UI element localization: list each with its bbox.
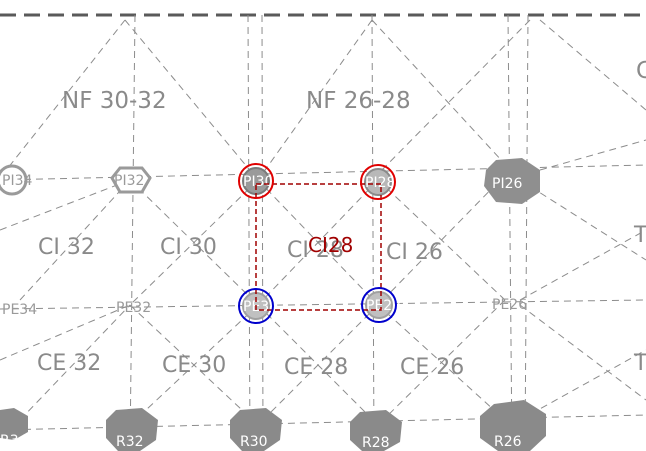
zone-label-t-lower: T [633, 351, 646, 376]
node-label: R34 [0, 433, 28, 449]
diag-3 [257, 19, 373, 181]
diag-18 [19, 304, 131, 421]
diag-12 [257, 179, 379, 306]
zone-label-t-upper: T [633, 223, 646, 248]
zone-label-ce-32: CE 32 [37, 351, 101, 376]
col-line-26b [524, 14, 529, 451]
node-label: R26 [494, 434, 522, 450]
node-r28: R28 [350, 410, 402, 451]
diag-20 [129, 304, 259, 426]
row-line-pi [0, 164, 646, 181]
node-pi28: PI28 [364, 168, 395, 196]
node-r30: R30 [230, 408, 282, 451]
diag-22 [257, 304, 379, 426]
selection-label: CI28 [308, 233, 353, 257]
col-line-26 [507, 14, 513, 451]
node-label: PE34 [2, 302, 37, 318]
node-r-edge: R34 [0, 408, 28, 449]
selection-frame[interactable] [255, 183, 382, 311]
node-label: PE30 [243, 299, 278, 315]
node-label: R30 [240, 434, 268, 450]
node-label: R32 [116, 434, 144, 450]
node-pi-edge: PI34 [0, 164, 32, 196]
corner-marker-bottom-right[interactable] [361, 287, 397, 323]
node-label: PI34 [2, 173, 32, 189]
zone-label-nf-30-32: NF 30-32 [62, 88, 167, 114]
node-label: PI30 [243, 174, 273, 190]
diag-1 [0, 19, 126, 179]
node-pi30: PI30 [242, 167, 273, 195]
node-label: PE26 [492, 297, 527, 313]
node-label: PI32 [114, 173, 144, 189]
diag-10 [129, 179, 259, 306]
diag-24 [377, 299, 506, 426]
diag-8 [19, 179, 131, 301]
zone-label-ce-28: CE 28 [284, 355, 348, 380]
col-line-32 [129, 14, 136, 451]
diag-5 [371, 19, 531, 181]
corner-marker-top-left[interactable] [238, 163, 274, 199]
col-line-30b [261, 14, 264, 451]
node-pi32: PI32 [110, 166, 152, 194]
diag-2 [124, 19, 259, 181]
row-line-r [0, 414, 646, 431]
zone-label-ci-26: CI 26 [386, 240, 443, 265]
diag-26 [519, 349, 646, 421]
node-pi26: PI26 [484, 158, 540, 204]
col-line-30a [247, 14, 251, 451]
row-line-pe [0, 299, 646, 310]
diag-14 [377, 174, 506, 306]
diag-15 [519, 179, 646, 261]
diag-16 [539, 139, 646, 171]
diag-25 [519, 304, 646, 401]
zone-label-ce-26: CE 26 [400, 355, 464, 380]
zone-label-nf-26-28: NF 26-28 [306, 88, 411, 114]
selection-overlay[interactable]: CI28 [238, 163, 397, 324]
zone-label-ci-28: CI 28 [287, 238, 344, 263]
node-label: PI26 [492, 176, 522, 192]
zone-label-c: C [636, 58, 646, 84]
node-r26: R26 [480, 400, 546, 451]
node-r32: R32 [106, 408, 158, 451]
node-label: R28 [362, 435, 390, 451]
node-pe32: PE32 [116, 300, 151, 316]
diag-6 [539, 19, 646, 111]
col-line-28 [371, 14, 375, 451]
grid-lines [0, 14, 646, 451]
zone-label-ce-30: CE 30 [162, 353, 226, 378]
node-label: PI28 [365, 175, 395, 191]
zone-label-ci-32: CI 32 [38, 235, 95, 260]
zone-label-ci-30: CI 30 [160, 235, 217, 260]
node-pe-edge: PE34 [2, 302, 37, 318]
corner-marker-bottom-left[interactable] [238, 288, 274, 324]
node-pe26: PE26 [492, 297, 527, 313]
corner-marker-top-right[interactable] [360, 164, 396, 200]
node-label: PE32 [116, 300, 151, 316]
diag-16b [519, 229, 646, 301]
